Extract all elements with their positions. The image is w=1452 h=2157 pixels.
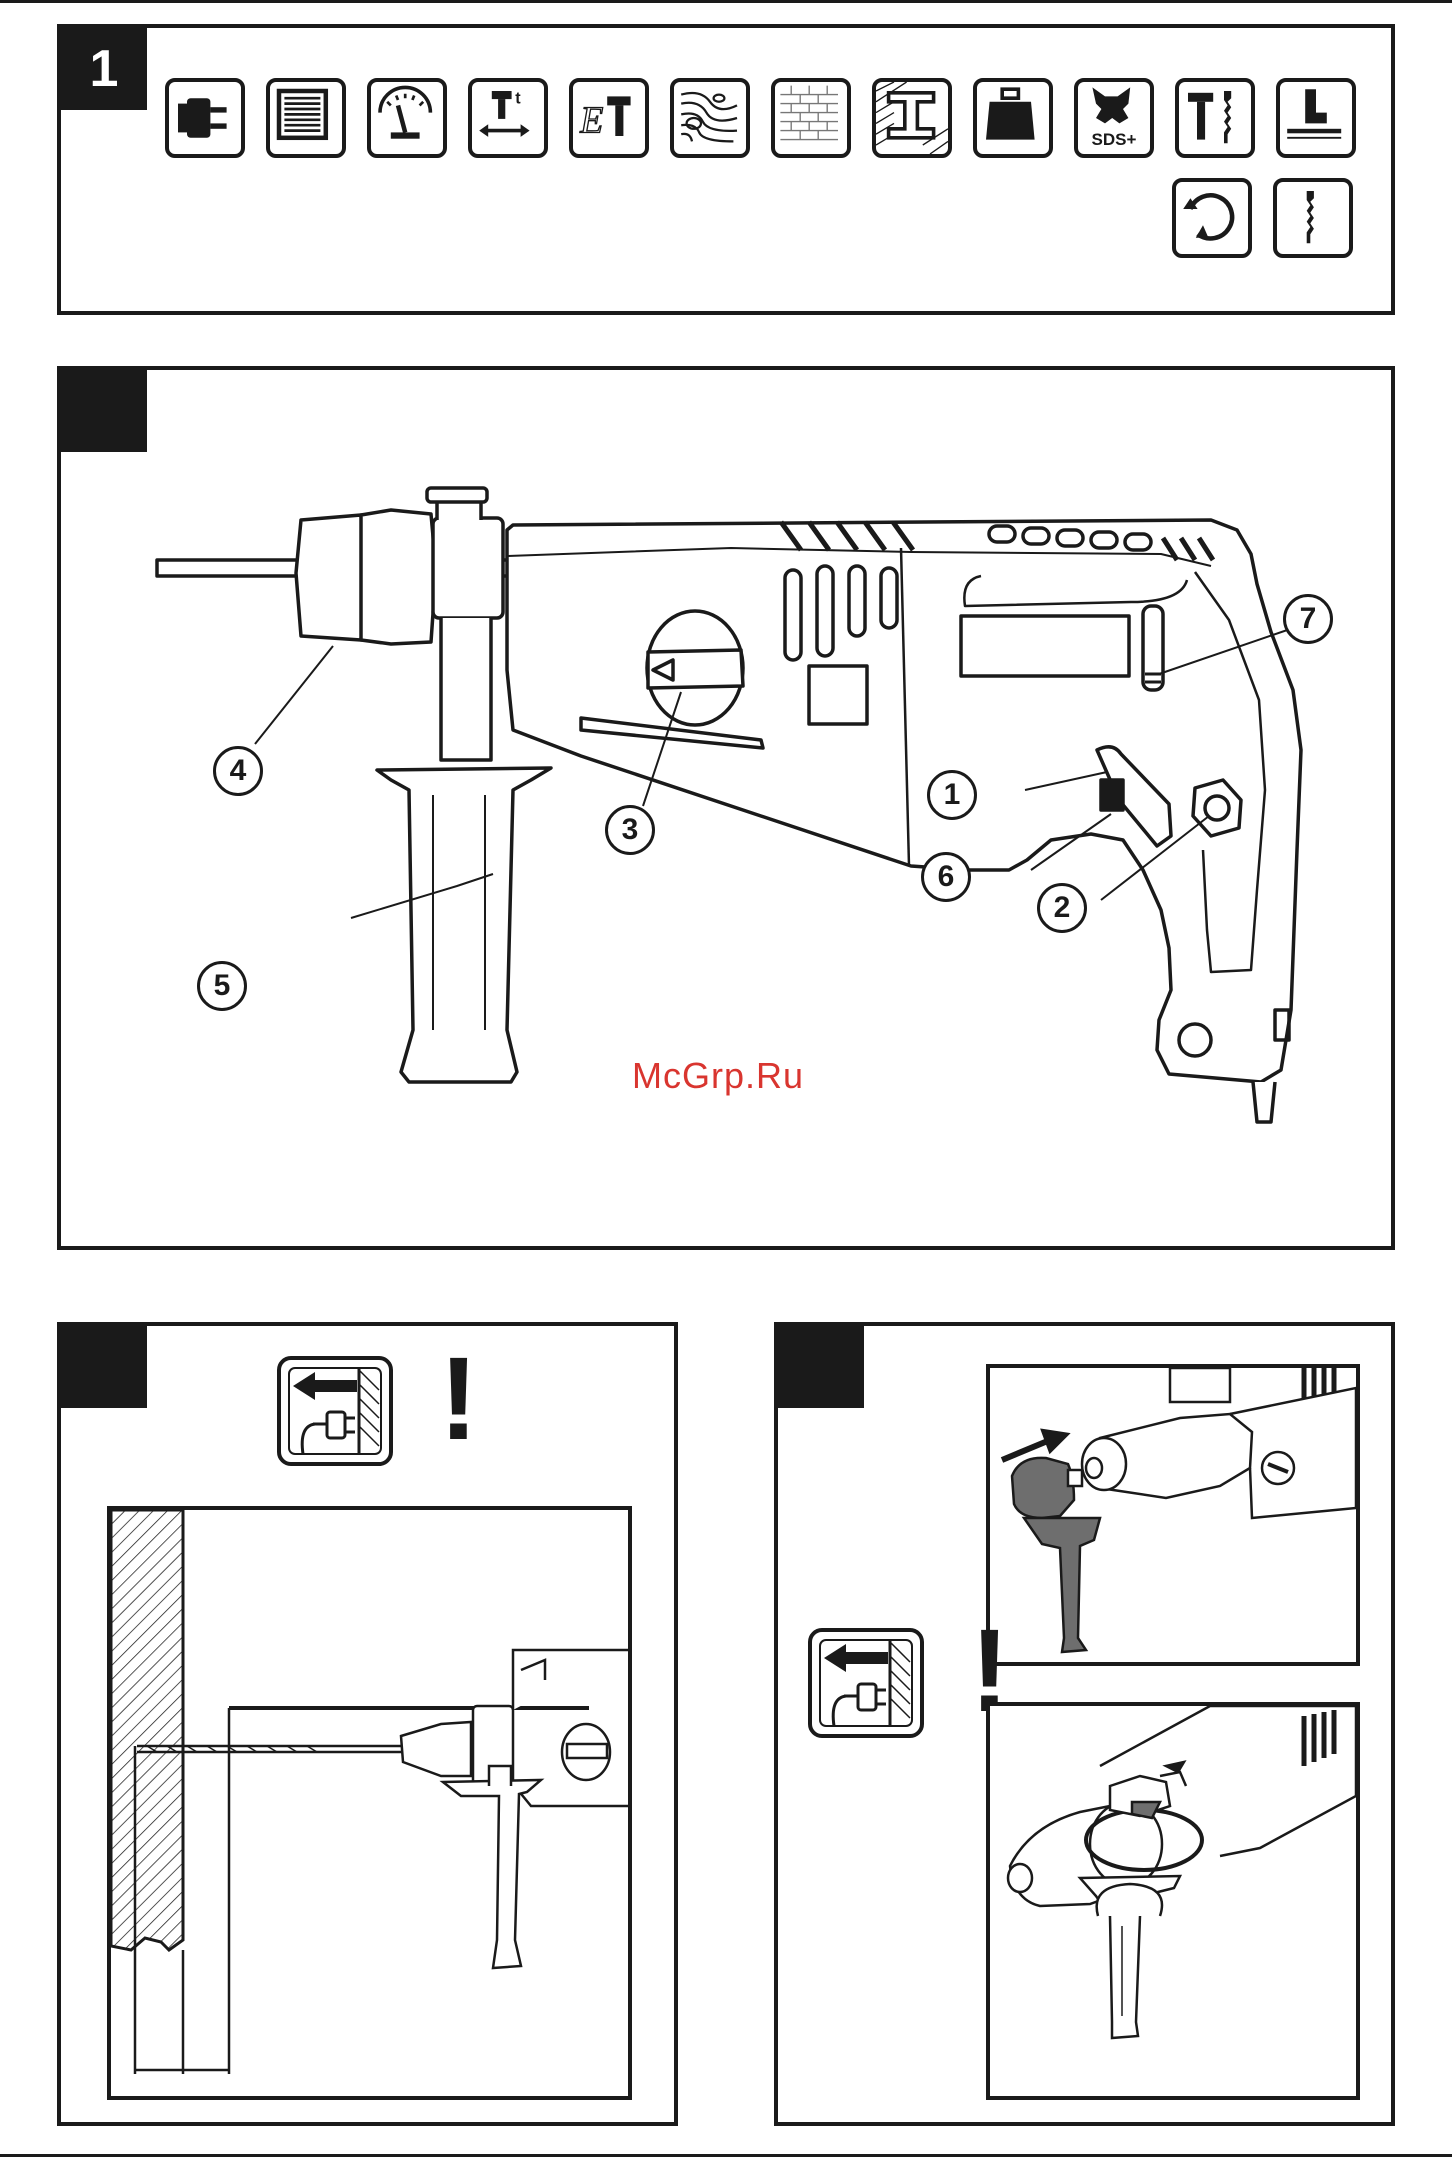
handle-rotate-scene [990,1706,1356,2096]
handle-rotate-frame [986,1702,1360,2100]
hammer-drill-icon [1175,78,1255,158]
plug-icon [165,78,245,158]
motor-coil-icon [266,78,346,158]
symbols-panel: 1 t E SDS+ [57,24,1395,315]
rotation-icon [1172,178,1252,258]
callout-6: 6 [921,852,971,902]
callout-7: 7 [1283,594,1333,644]
speed-gauge-icon [367,78,447,158]
depth-stop-icon [1276,78,1356,158]
unplug-warning-2 [806,1626,966,1744]
drilling-depth-panel: ! [57,1322,678,2126]
panel-number-4 [778,1326,864,1408]
depth-stop-scene [111,1510,628,2096]
svg-text:E: E [579,99,603,141]
callout-2: 2 [1037,883,1087,933]
top-rule [0,0,1452,3]
sds-plus-icon: SDS+ [1074,78,1154,158]
unplug-warning [275,1354,435,1472]
steel-beam-icon [872,78,952,158]
rotary-hammer-drawing [61,370,1391,1246]
warning-exclamation: ! [439,1340,478,1458]
panel-number-1: 1 [61,28,147,110]
watermark: McGrp.Ru [632,1055,804,1097]
depth-scene-frame [107,1506,632,2100]
handle-slide-on-frame [986,1364,1360,1666]
callout-3: 3 [605,805,655,855]
hammer-energy-icon: E [569,78,649,158]
drill-bit-icon [1273,178,1353,258]
impact-energy-icon: t [468,78,548,158]
overview-panel: 1 2 3 4 5 6 7 [57,366,1395,1250]
weight-icon [973,78,1053,158]
handle-fitting-panel: ! [774,1322,1395,2126]
callout-4: 4 [213,746,263,796]
callout-5: 5 [197,961,247,1011]
handle-slide-on-scene [990,1368,1356,1662]
masonry-icon [771,78,851,158]
wood-icon [670,78,750,158]
callout-1: 1 [927,770,977,820]
sds-plus-label: SDS+ [1078,130,1150,150]
panel-number-3 [61,1326,147,1408]
svg-text:t: t [515,90,521,108]
